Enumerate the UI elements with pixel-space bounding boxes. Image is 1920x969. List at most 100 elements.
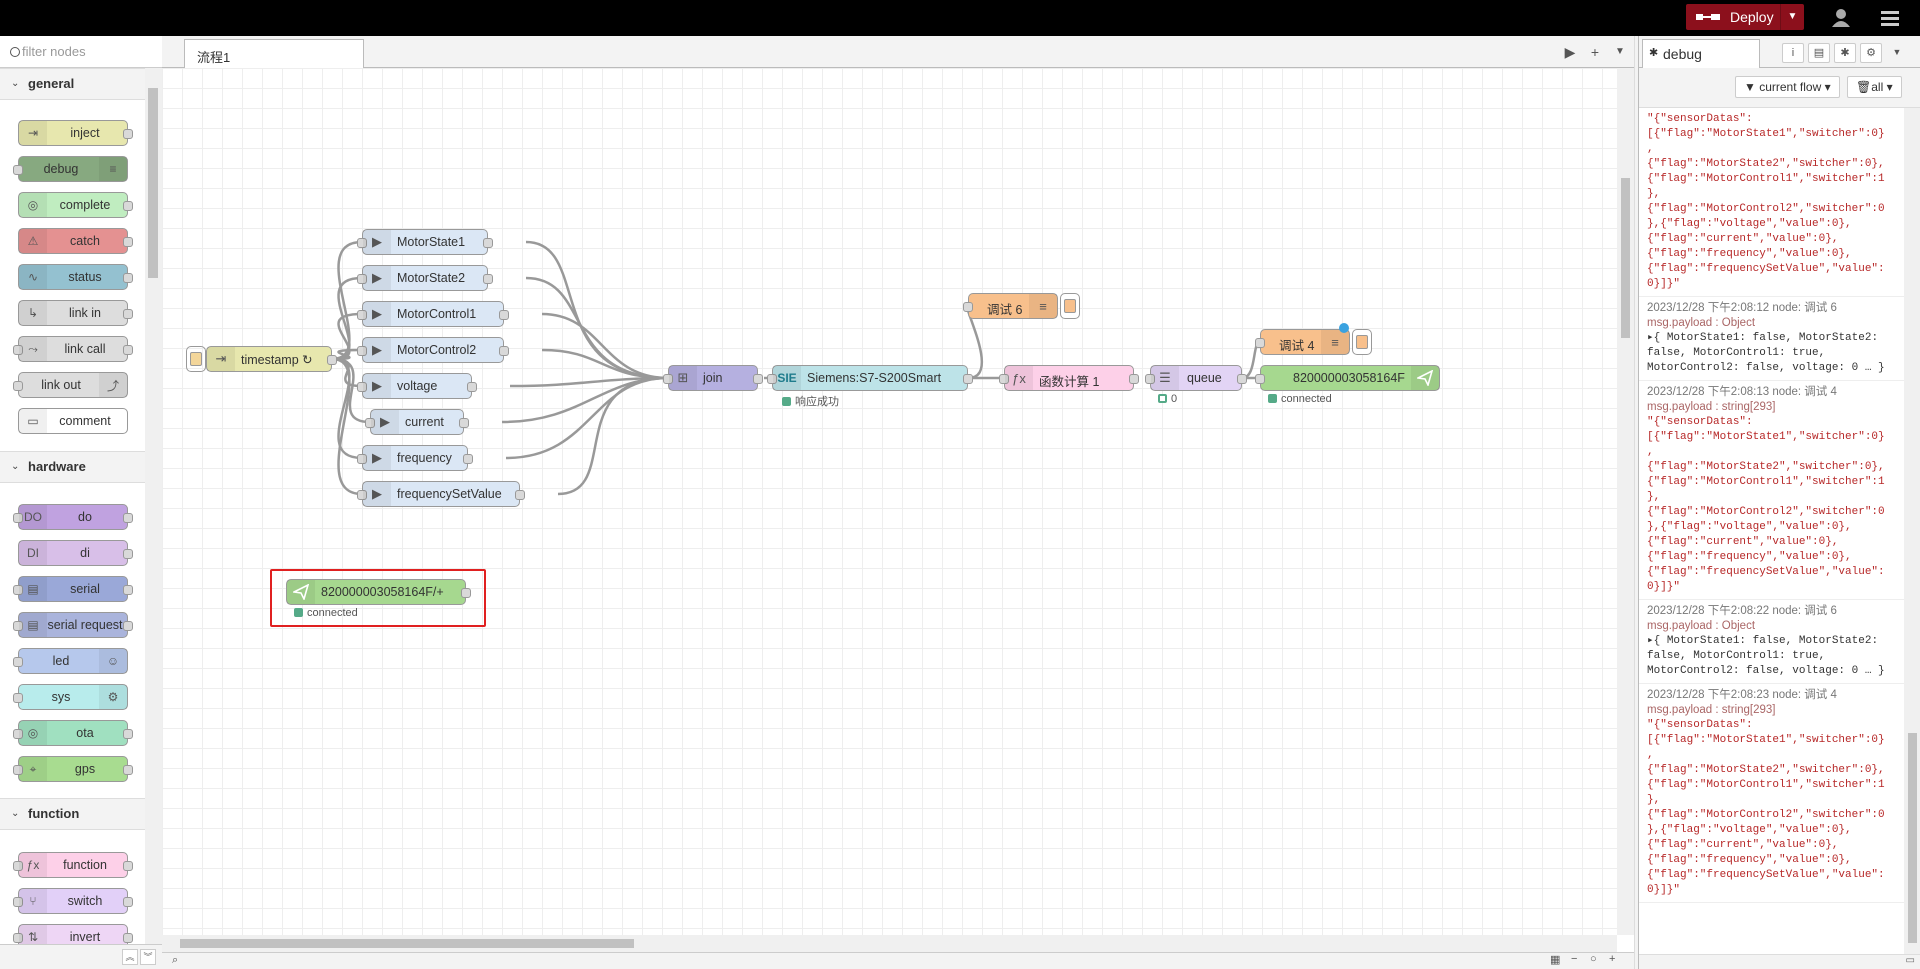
node-debug4[interactable]: 调试 4≡ bbox=[1255, 329, 1350, 355]
input-port[interactable] bbox=[357, 490, 367, 500]
palette-node-serial[interactable]: ▤serial bbox=[13, 576, 133, 602]
tab-flow1[interactable]: 流程1 bbox=[184, 39, 364, 69]
inject-trigger-button[interactable] bbox=[186, 346, 206, 372]
book-icon[interactable]: ▤ bbox=[1808, 43, 1830, 63]
debug-icon[interactable]: ✱ bbox=[1834, 43, 1856, 63]
palette-node-link-call[interactable]: ⤳link call bbox=[13, 336, 133, 362]
main-menu-icon[interactable] bbox=[1880, 8, 1900, 28]
palette-node-catch[interactable]: ⚠catch bbox=[18, 228, 133, 254]
node-timestamp[interactable]: ⇥ timestamp ↻ bbox=[206, 346, 337, 372]
input-port[interactable] bbox=[1255, 374, 1265, 384]
input-port[interactable] bbox=[357, 382, 367, 392]
node-voltage[interactable]: ▶voltage bbox=[357, 373, 477, 399]
output-port[interactable] bbox=[499, 346, 509, 356]
scrollbar-thumb[interactable] bbox=[148, 88, 158, 278]
input-port[interactable] bbox=[357, 454, 367, 464]
category-hardware[interactable]: ⌄ hardware bbox=[0, 451, 145, 483]
sidebar-scrollbar[interactable] bbox=[1904, 108, 1920, 954]
output-port[interactable] bbox=[483, 238, 493, 248]
flow-canvas[interactable]: ⇥ timestamp ↻ ▶MotorState1 ▶MotorState2 … bbox=[162, 68, 1617, 935]
debug-message[interactable]: 2023/12/28 下午2:08:23 node: 调试 4 msg.payl… bbox=[1639, 684, 1904, 903]
output-port[interactable] bbox=[963, 374, 973, 384]
canvas-horizontal-scrollbar[interactable] bbox=[162, 935, 1617, 952]
node-debug6[interactable]: 调试 6≡ bbox=[963, 293, 1058, 319]
node-current[interactable]: ▶current bbox=[365, 409, 469, 435]
info-icon[interactable]: i bbox=[1782, 43, 1804, 63]
debug-message[interactable]: 2023/12/28 下午2:08:22 node: 调试 6 msg.payl… bbox=[1639, 600, 1904, 684]
debug-messages[interactable]: "{"sensorDatas": [{"flag":"MotorState1",… bbox=[1639, 108, 1904, 954]
debug-message[interactable]: 2023/12/28 下午2:08:13 node: 调试 4 msg.payl… bbox=[1639, 381, 1904, 600]
output-port[interactable] bbox=[753, 374, 763, 384]
popout-icon[interactable]: ▭ bbox=[1905, 955, 1915, 966]
deploy-dropdown-icon[interactable]: ▼ bbox=[1780, 4, 1804, 30]
node-motorstate1[interactable]: ▶MotorState1 bbox=[357, 229, 493, 255]
node-motorcontrol2[interactable]: ▶MotorControl2 bbox=[357, 337, 509, 363]
palette-node-complete[interactable]: ◎complete bbox=[18, 192, 133, 218]
filter-dropdown[interactable]: ▼ current flow ▾ bbox=[1735, 76, 1840, 98]
zoom-out-icon[interactable]: − bbox=[1571, 953, 1578, 965]
debug6-toggle-button[interactable] bbox=[1060, 293, 1080, 319]
chevron-down-icon[interactable]: ▼ bbox=[1892, 47, 1902, 57]
output-port[interactable] bbox=[467, 382, 477, 392]
debug4-toggle-button[interactable] bbox=[1352, 329, 1372, 355]
node-motorstate2[interactable]: ▶MotorState2 bbox=[357, 265, 493, 291]
message-body[interactable]: ▸{ MotorState1: false, MotorState2: fals… bbox=[1647, 332, 1885, 374]
category-general[interactable]: ⌄ general bbox=[0, 68, 145, 100]
node-frequencysetvalue[interactable]: ▶frequencySetValue bbox=[357, 481, 525, 507]
input-port[interactable] bbox=[357, 310, 367, 320]
input-port[interactable] bbox=[1145, 374, 1155, 384]
deploy-button[interactable]: Deploy ▼ bbox=[1686, 4, 1804, 30]
output-port[interactable] bbox=[499, 310, 509, 320]
add-flow-icon[interactable]: + bbox=[1590, 44, 1600, 60]
tab-debug[interactable]: ✱debug bbox=[1642, 39, 1760, 69]
input-port[interactable] bbox=[357, 238, 367, 248]
output-port[interactable] bbox=[1129, 374, 1139, 384]
palette-node-ota[interactable]: ◎ota bbox=[13, 720, 133, 746]
message-body[interactable]: ▸{ MotorState1: false, MotorState2: fals… bbox=[1647, 635, 1885, 677]
input-port[interactable] bbox=[357, 274, 367, 284]
palette-node-debug[interactable]: debug≡ bbox=[13, 156, 128, 182]
output-port[interactable] bbox=[327, 355, 337, 365]
palette-node-gps[interactable]: ⌖gps bbox=[13, 756, 133, 782]
category-function[interactable]: ⌄ function bbox=[0, 798, 145, 830]
play-icon[interactable]: ▶ bbox=[1564, 44, 1576, 60]
palette-node-led[interactable]: led☺ bbox=[13, 648, 128, 674]
node-mqtt-out[interactable]: 820000003058164F bbox=[1255, 365, 1440, 391]
node-motorcontrol1[interactable]: ▶MotorControl1 bbox=[357, 301, 509, 327]
expand-all-icon[interactable]: ︾ bbox=[140, 949, 156, 965]
search-icon[interactable]: ⌕ bbox=[172, 954, 179, 966]
output-port[interactable] bbox=[461, 588, 471, 598]
output-port[interactable] bbox=[483, 274, 493, 284]
node-frequency[interactable]: ▶frequency bbox=[357, 445, 473, 471]
palette-node-link-in[interactable]: ↳link in bbox=[18, 300, 133, 326]
input-port[interactable] bbox=[999, 374, 1009, 384]
palette-node-invert[interactable]: ⇅invert bbox=[13, 924, 133, 944]
input-port[interactable] bbox=[963, 302, 973, 312]
tab-menu-icon[interactable]: ▼ bbox=[1615, 46, 1625, 57]
zoom-reset-icon[interactable]: ○ bbox=[1590, 953, 1597, 965]
filter-nodes-input[interactable]: filter nodes bbox=[0, 36, 162, 68]
palette-node-serial-request[interactable]: ▤serial request bbox=[13, 612, 133, 638]
output-port[interactable] bbox=[515, 490, 525, 500]
navigator-icon[interactable]: ▦ bbox=[1550, 954, 1561, 966]
debug-message[interactable]: 2023/12/28 下午2:08:12 node: 调试 6 msg.payl… bbox=[1639, 297, 1904, 381]
input-port[interactable] bbox=[663, 374, 673, 384]
input-port[interactable] bbox=[365, 418, 375, 428]
palette-node-switch[interactable]: ⑂switch bbox=[13, 888, 133, 914]
collapse-all-icon[interactable]: ︽ bbox=[122, 949, 138, 965]
node-mqtt-in[interactable]: 820000003058164F/+ bbox=[286, 579, 471, 605]
node-queue[interactable]: ☰queue bbox=[1145, 365, 1247, 391]
palette-node-comment[interactable]: ▭comment bbox=[18, 408, 128, 434]
palette-node-link-out[interactable]: link out⤴ bbox=[13, 372, 128, 398]
scrollbar-thumb[interactable] bbox=[1908, 733, 1917, 943]
palette-node-sys[interactable]: sys⚙ bbox=[13, 684, 128, 710]
palette-scrollbar[interactable] bbox=[145, 68, 162, 944]
input-port[interactable] bbox=[357, 346, 367, 356]
palette-node-status[interactable]: ∿status bbox=[18, 264, 133, 290]
node-join[interactable]: ⊞join bbox=[663, 365, 763, 391]
clear-dropdown[interactable]: 🗑all ▾ bbox=[1847, 76, 1902, 98]
